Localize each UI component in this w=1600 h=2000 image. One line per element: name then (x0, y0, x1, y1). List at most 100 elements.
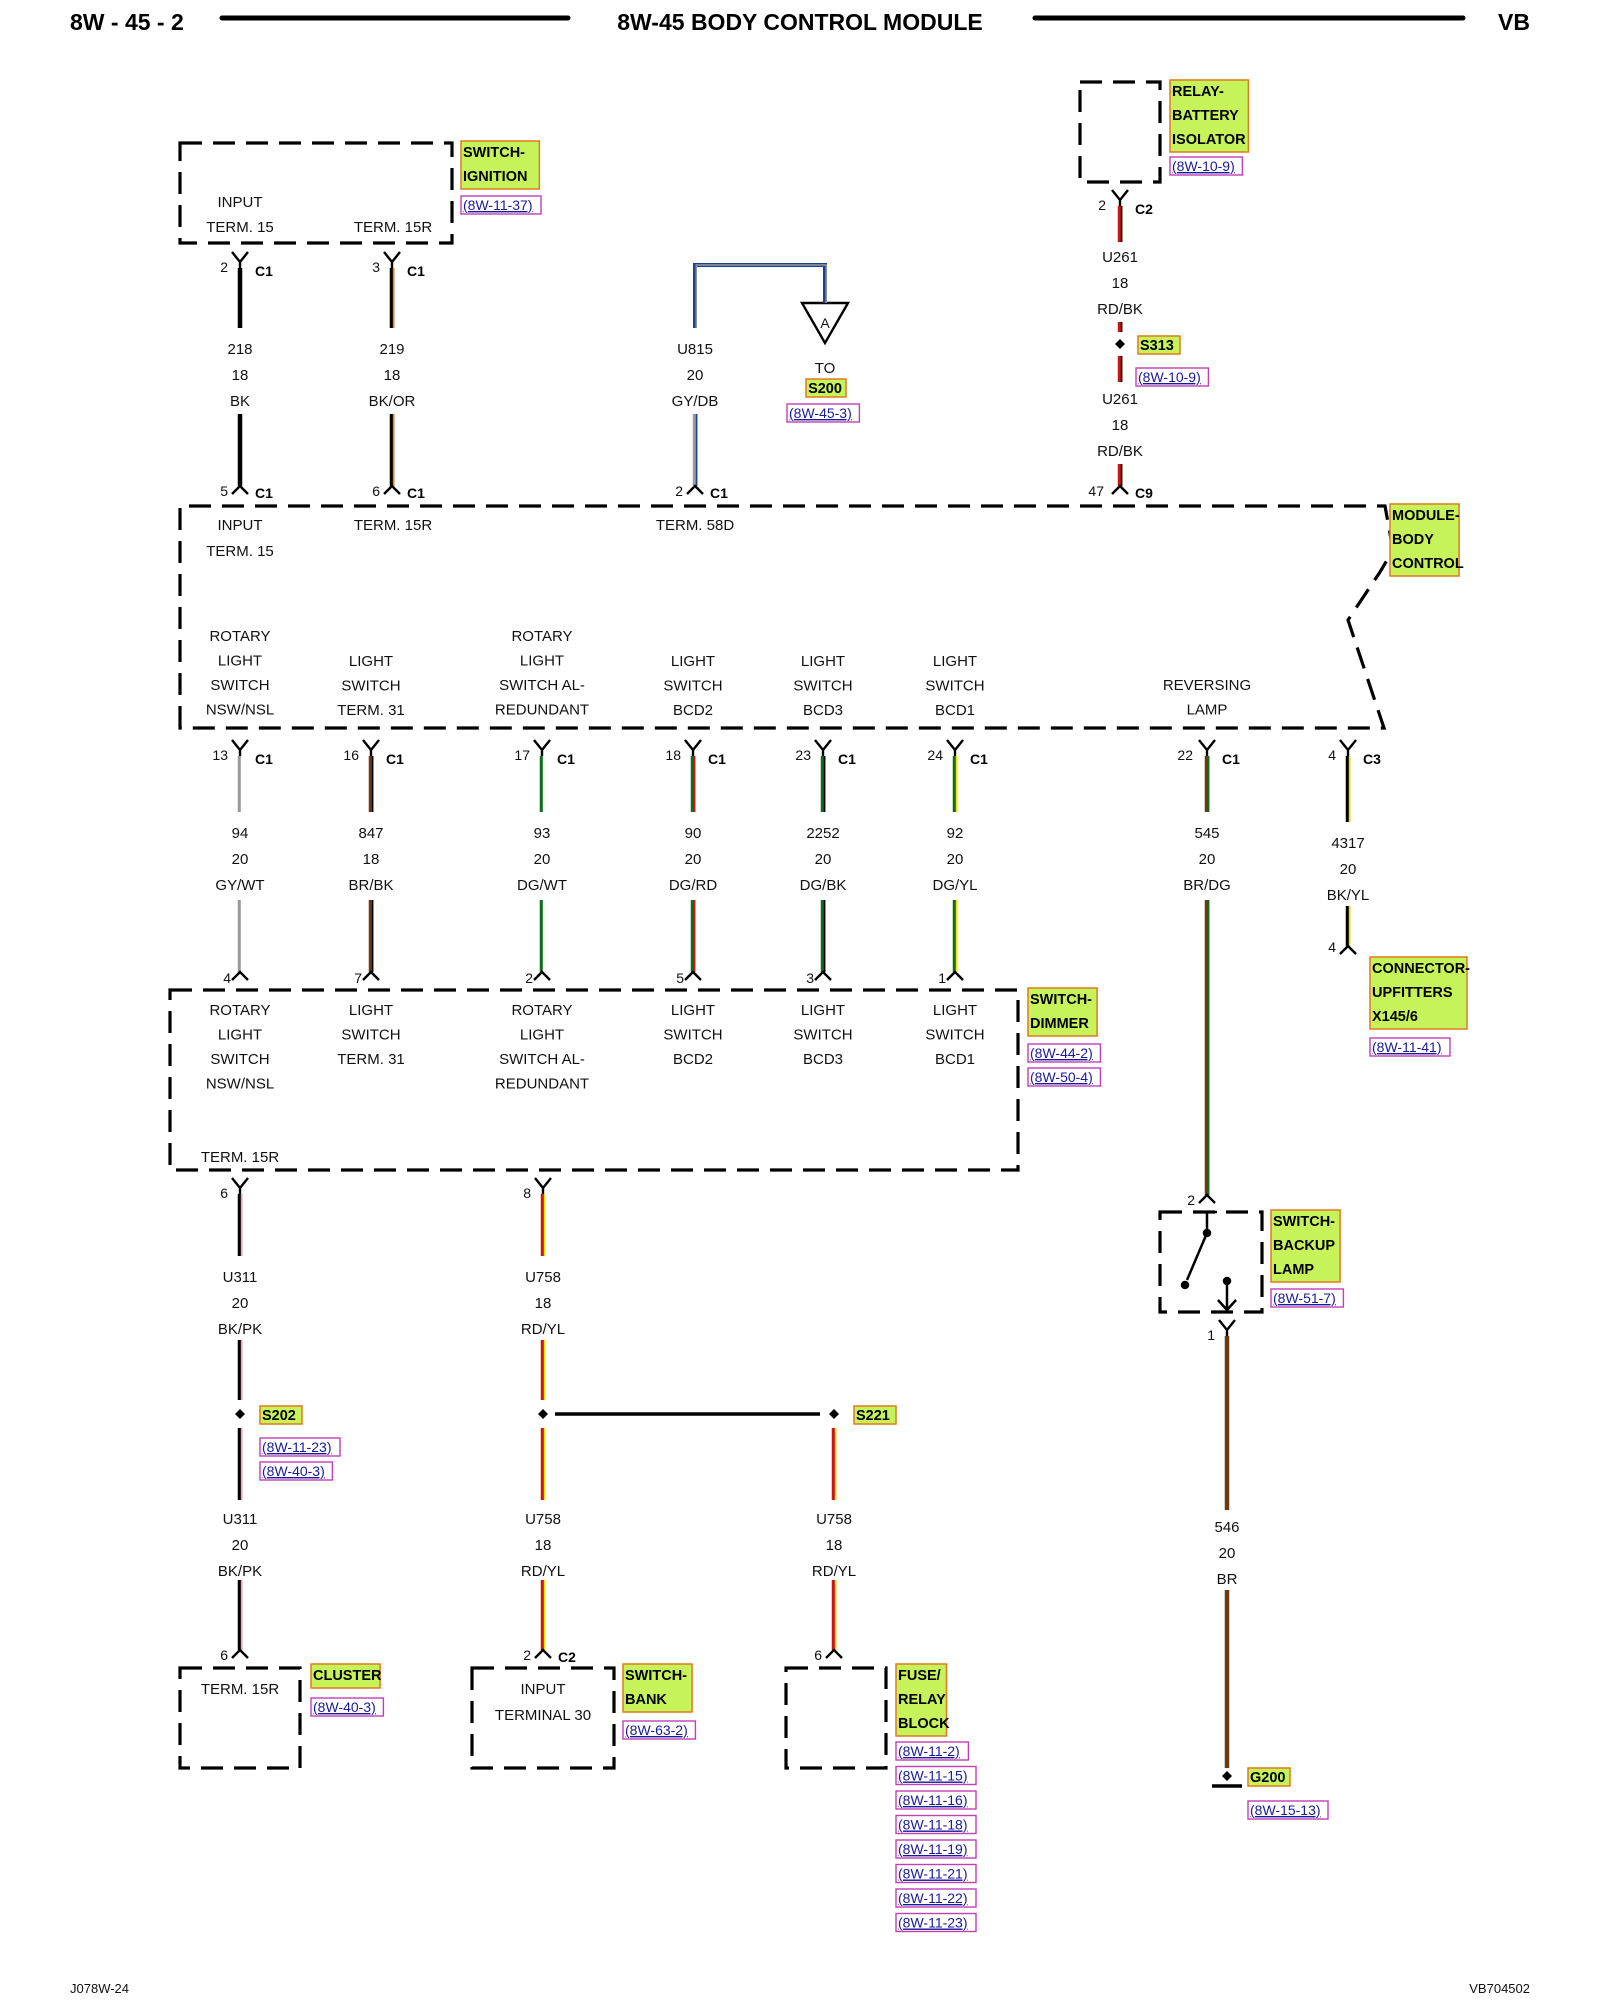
module-body-control-outline[interactable] (178, 504, 1395, 730)
g200-label[interactable]: G200 (1250, 1770, 1285, 1786)
page-ref-link[interactable]: (8W-11-41) (1372, 1039, 1442, 1055)
relay-battery-isolator-label[interactable]: RELAY- (1172, 84, 1224, 100)
ref-link-box[interactable] (622, 1720, 697, 1740)
ref-link-box[interactable] (895, 1888, 977, 1908)
page-ref-link[interactable]: (8W-11-37) (463, 197, 533, 213)
page-ref-link[interactable]: (8W-11-19) (898, 1841, 968, 1857)
switch-bank-label-box[interactable] (622, 1663, 693, 1713)
ref-link-box[interactable] (1135, 367, 1210, 387)
page-ref-link[interactable]: (8W-51-7) (1273, 1290, 1336, 1306)
page-ref-link[interactable]: (8W-45-3) (789, 405, 852, 421)
switch-bank-label[interactable]: BANK (625, 1692, 667, 1708)
switch-ignition-outline[interactable] (178, 141, 454, 245)
ref-link-box[interactable] (895, 1741, 970, 1761)
page-ref-link[interactable]: (8W-11-16) (898, 1792, 968, 1808)
module-body-control-label[interactable]: BODY (1392, 532, 1434, 548)
ref-link-box[interactable] (259, 1437, 341, 1457)
ref-link-box[interactable] (1027, 1043, 1102, 1063)
page-ref-link[interactable]: (8W-11-18) (898, 1817, 968, 1833)
ref-link-box[interactable] (1247, 1800, 1329, 1820)
connector-upfitters-label[interactable]: CONNECTOR- (1372, 961, 1470, 977)
s200-label-box[interactable] (805, 378, 847, 398)
switch-backup-lamp-label[interactable]: BACKUP (1273, 1238, 1335, 1254)
ref-link-box[interactable] (1270, 1288, 1345, 1308)
page-ref-link[interactable]: (8W-11-2) (898, 1743, 960, 1759)
cluster-label-box[interactable] (310, 1663, 381, 1689)
switch-ignition-label[interactable]: IGNITION (463, 169, 527, 185)
page-ref-link[interactable]: (8W-50-4) (1030, 1069, 1093, 1085)
switch-ignition-label[interactable]: SWITCH- (463, 145, 525, 161)
g200-label-box[interactable] (1247, 1767, 1291, 1787)
page-ref-link[interactable]: (8W-10-9) (1138, 369, 1201, 385)
module-body-control-label-box[interactable] (1389, 503, 1460, 577)
ref-link-box[interactable] (786, 403, 861, 423)
page-ref-link[interactable]: (8W-11-23) (262, 1439, 332, 1455)
fuse-relay-block-label[interactable]: BLOCK (898, 1716, 950, 1732)
page-ref-link[interactable]: (8W-11-21) (898, 1866, 968, 1882)
ref-link-box[interactable] (259, 1461, 334, 1481)
cluster-label[interactable]: CLUSTER (313, 1668, 382, 1684)
relay-battery-isolator-label-box[interactable] (1169, 79, 1250, 153)
page-ref-link[interactable]: (8W-63-2) (625, 1722, 688, 1738)
switch-backup-lamp-label[interactable]: SWITCH- (1273, 1214, 1335, 1230)
s200-label[interactable]: S200 (808, 381, 842, 397)
switch-backup-lamp-outline[interactable] (1158, 1210, 1264, 1314)
switch-dimmer-label-box[interactable] (1027, 987, 1098, 1037)
page-ref-link[interactable]: (8W-15-13) (1250, 1802, 1321, 1818)
ref-link-box[interactable] (895, 1814, 977, 1835)
fuse-relay-block-label[interactable]: RELAY (898, 1692, 946, 1708)
connector-upfitters-label[interactable]: X145/6 (1372, 1009, 1418, 1025)
ref-link-box[interactable] (1169, 156, 1244, 176)
switch-bank-label[interactable]: SWITCH- (625, 1668, 687, 1684)
page-ref-link[interactable]: (8W-40-3) (262, 1463, 325, 1479)
page-ref-link[interactable]: (8W-40-3) (313, 1699, 376, 1715)
connector-upfitters-label[interactable]: UPFITTERS (1372, 985, 1453, 1001)
ref-link-box[interactable] (310, 1697, 385, 1717)
s202-label-box[interactable] (259, 1405, 303, 1425)
fuse-relay-block-outline[interactable] (784, 1666, 888, 1770)
s313-label[interactable]: S313 (1140, 338, 1174, 354)
ref-link-box[interactable] (895, 1765, 977, 1786)
page-ref-link[interactable]: (8W-11-15) (898, 1768, 968, 1784)
switch-backup-lamp-label-box[interactable] (1270, 1209, 1341, 1283)
switch-ignition-label-box[interactable] (460, 140, 541, 190)
page-ref-link[interactable]: (8W-11-22) (898, 1890, 968, 1906)
bcm-pin-label: NSW/NSL (206, 702, 274, 719)
relay-battery-isolator-outline[interactable] (1078, 80, 1162, 184)
module-body-control-label[interactable]: MODULE- (1392, 508, 1460, 524)
ref-link-box[interactable] (460, 195, 542, 215)
s202-label[interactable]: S202 (262, 1408, 296, 1424)
switch-dimmer-outline[interactable] (168, 988, 1020, 1172)
connector-upfitters-label-box[interactable] (1369, 956, 1468, 1030)
fuse-relay-block-label-box[interactable] (895, 1663, 948, 1737)
page-ref-link[interactable]: (8W-10-9) (1172, 158, 1235, 174)
dimmer-pin-label: LIGHT (520, 1027, 564, 1044)
offpage-connector-a-icon[interactable]: A (799, 301, 851, 346)
wire-circuit-label: 219 (379, 341, 404, 358)
wire-u815-route[interactable] (693, 263, 827, 328)
relay-battery-isolator-label[interactable]: BATTERY (1172, 108, 1239, 124)
switch-backup-lamp-label[interactable]: LAMP (1273, 1262, 1314, 1278)
switch-dimmer-label[interactable]: SWITCH- (1030, 992, 1092, 1008)
switch-bank-outline[interactable] (470, 1666, 616, 1770)
s313-label-box[interactable] (1137, 335, 1181, 355)
fuse-relay-block-label[interactable]: FUSE/ (898, 1668, 941, 1684)
ref-link-box[interactable] (895, 1790, 977, 1810)
ref-link-box[interactable] (895, 1863, 977, 1884)
page-ref-link[interactable]: (8W-11-23) (898, 1915, 968, 1931)
s221-label[interactable]: S221 (856, 1408, 890, 1424)
pin-label: TERM. 15R (201, 1681, 280, 1698)
relay-battery-isolator-label[interactable]: ISOLATOR (1172, 132, 1246, 148)
wire-circuit-label: 2252 (806, 825, 839, 842)
ref-link-box[interactable] (895, 1839, 977, 1859)
page-ref-link[interactable]: (8W-44-2) (1030, 1045, 1093, 1061)
pin-number: 2 (1098, 197, 1106, 213)
wire-color-label: BK (230, 393, 250, 410)
s221-label-box[interactable] (853, 1405, 897, 1425)
ref-link-box[interactable] (895, 1912, 977, 1933)
ref-link-box[interactable] (1027, 1067, 1102, 1087)
module-body-control-label[interactable]: CONTROL (1392, 556, 1464, 572)
ref-link-box[interactable] (1369, 1037, 1451, 1057)
cluster-outline[interactable] (178, 1666, 302, 1770)
switch-dimmer-label[interactable]: DIMMER (1030, 1016, 1089, 1032)
